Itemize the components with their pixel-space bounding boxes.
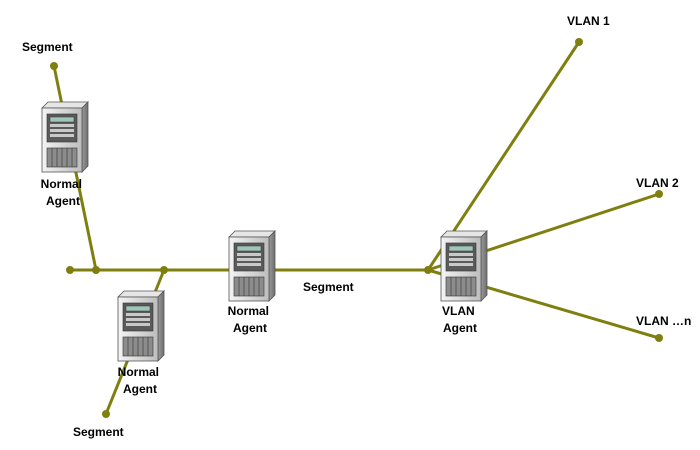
server-agent-top[interactable] (41, 101, 89, 173)
dot-bus-junction-b (160, 266, 168, 274)
label-agent-mid: Normal Agent (228, 304, 273, 335)
server-tower-icon (117, 290, 165, 362)
label-agent-low: Normal Agent (118, 365, 163, 396)
label-agent-vlan-line2: Agent (443, 321, 477, 335)
dot-vlan-1 (575, 38, 583, 46)
dot-vlan-hub (424, 266, 432, 274)
dot-bus-left-end (66, 266, 74, 274)
server-tower-icon (41, 101, 89, 173)
dot-vlan-2 (655, 190, 663, 198)
server-tower-icon (440, 230, 488, 302)
label-agent-top: Normal Agent (41, 177, 86, 208)
label-agent-mid-line2: Agent (233, 321, 267, 335)
server-agent-vlan[interactable] (440, 230, 488, 302)
label-agent-vlan-line1: VLAN (442, 304, 475, 318)
server-tower-icon (228, 230, 276, 302)
server-agent-low[interactable] (117, 290, 165, 362)
label-vlan-n: VLAN …n (636, 314, 691, 328)
server-agent-mid[interactable] (228, 230, 276, 302)
label-agent-top-line1: Normal (41, 177, 82, 191)
label-agent-mid-line1: Normal (228, 304, 269, 318)
connection-dots (50, 38, 663, 418)
dot-segment-bottom (102, 410, 110, 418)
label-vlan-2: VLAN 2 (636, 176, 679, 190)
dot-segment-top (50, 62, 58, 70)
dot-bus-junction-a (92, 266, 100, 274)
label-agent-low-line1: Normal (118, 365, 159, 379)
label-agent-low-line2: Agent (123, 382, 157, 396)
dot-vlan-n (655, 334, 663, 342)
label-agent-top-line2: Agent (46, 194, 80, 208)
label-segment-bottom: Segment (73, 425, 124, 439)
label-agent-vlan: VLAN Agent (442, 304, 478, 335)
label-segment-top: Segment (22, 40, 73, 54)
label-segment-middle: Segment (303, 280, 354, 294)
label-vlan-1: VLAN 1 (567, 14, 610, 28)
